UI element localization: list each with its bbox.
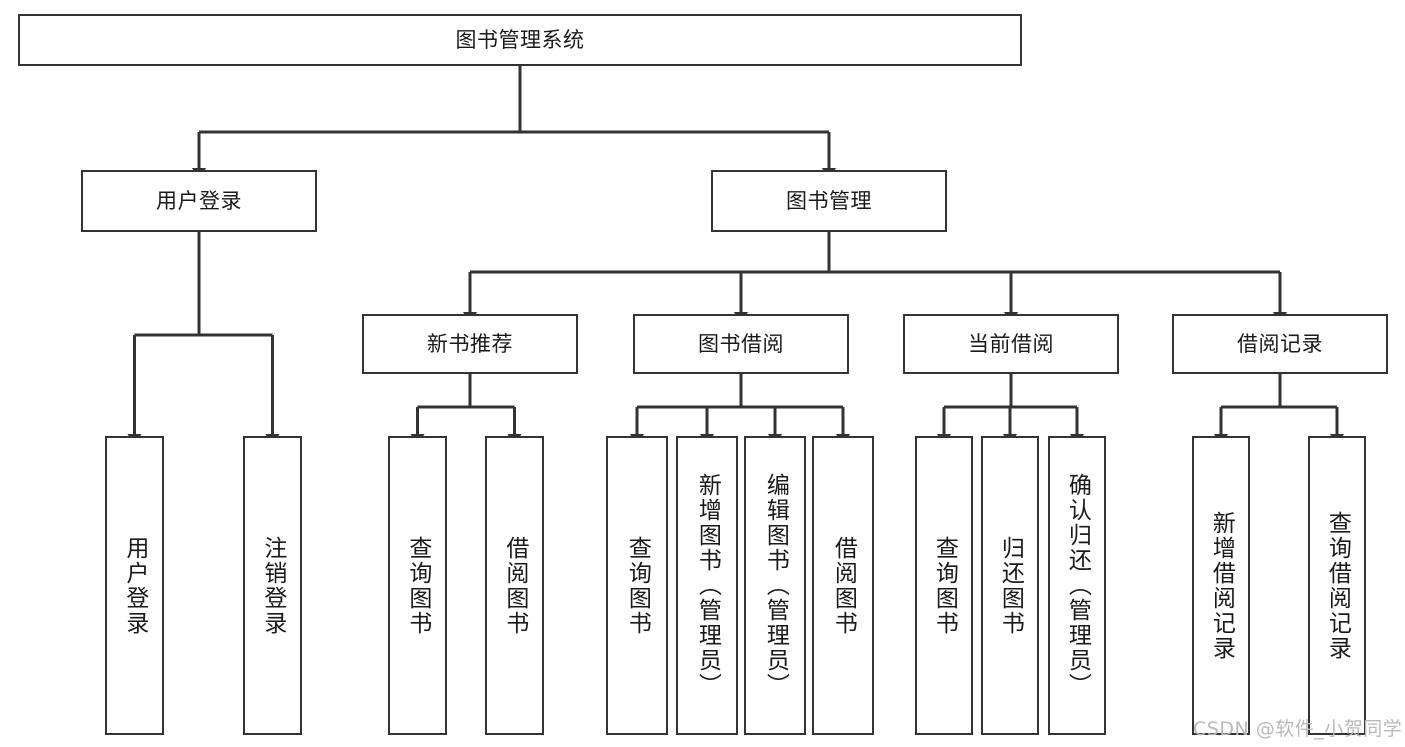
node-book-borrow[interactable]: 图书借阅	[633, 314, 849, 374]
node-new-book-recommend[interactable]: 新书推荐	[362, 314, 578, 374]
node-label: 新增图书（管理员）	[694, 473, 721, 698]
leaf-borrow-book-1[interactable]: 借阅图书	[485, 436, 544, 735]
leaf-query-record[interactable]: 查询借阅记录	[1308, 436, 1366, 735]
node-label: 注销登录	[259, 535, 286, 636]
node-book-manage[interactable]: 图书管理	[711, 170, 947, 232]
node-label: 图书管理	[786, 188, 872, 213]
node-label: 图书管理系统	[455, 27, 585, 52]
node-root[interactable]: 图书管理系统	[18, 14, 1022, 66]
node-label: 借阅记录	[1237, 331, 1323, 356]
leaf-edit-book[interactable]: 编辑图书（管理员）	[744, 436, 806, 735]
node-label: 确认归还（管理员）	[1064, 473, 1091, 698]
node-label: 查询图书	[404, 535, 431, 636]
leaf-query-book-2[interactable]: 查询图书	[606, 436, 668, 735]
node-label: 查询借阅记录	[1324, 510, 1351, 661]
leaf-return-book[interactable]: 归还图书	[981, 436, 1039, 735]
node-label: 借阅图书	[501, 535, 528, 636]
node-label: 新书推荐	[427, 331, 513, 356]
node-label: 用户登录	[121, 535, 148, 636]
node-label: 新增借阅记录	[1208, 510, 1235, 661]
leaf-borrow-book-2[interactable]: 借阅图书	[812, 436, 874, 735]
node-label: 查询图书	[624, 535, 651, 636]
leaf-add-book[interactable]: 新增图书（管理员）	[676, 436, 738, 735]
node-current-borrow[interactable]: 当前借阅	[903, 314, 1119, 374]
node-label: 查询图书	[931, 535, 958, 636]
node-user-login[interactable]: 用户登录	[81, 170, 317, 232]
leaf-add-record[interactable]: 新增借阅记录	[1192, 436, 1250, 735]
node-label: 编辑图书（管理员）	[762, 473, 789, 698]
node-label: 当前借阅	[968, 331, 1054, 356]
node-label: 图书借阅	[698, 331, 784, 356]
leaf-user-login[interactable]: 用户登录	[105, 436, 164, 735]
node-label: 用户登录	[156, 188, 242, 213]
node-label: 归还图书	[997, 535, 1024, 636]
watermark: CSDN @软件_小贺同学	[1193, 718, 1403, 740]
leaf-query-book-1[interactable]: 查询图书	[388, 436, 447, 735]
leaf-confirm-return[interactable]: 确认归还（管理员）	[1048, 436, 1106, 735]
leaf-query-book-3[interactable]: 查询图书	[915, 436, 973, 735]
node-label: 借阅图书	[830, 535, 857, 636]
node-borrow-record[interactable]: 借阅记录	[1172, 314, 1388, 374]
leaf-logout-login[interactable]: 注销登录	[243, 436, 302, 735]
